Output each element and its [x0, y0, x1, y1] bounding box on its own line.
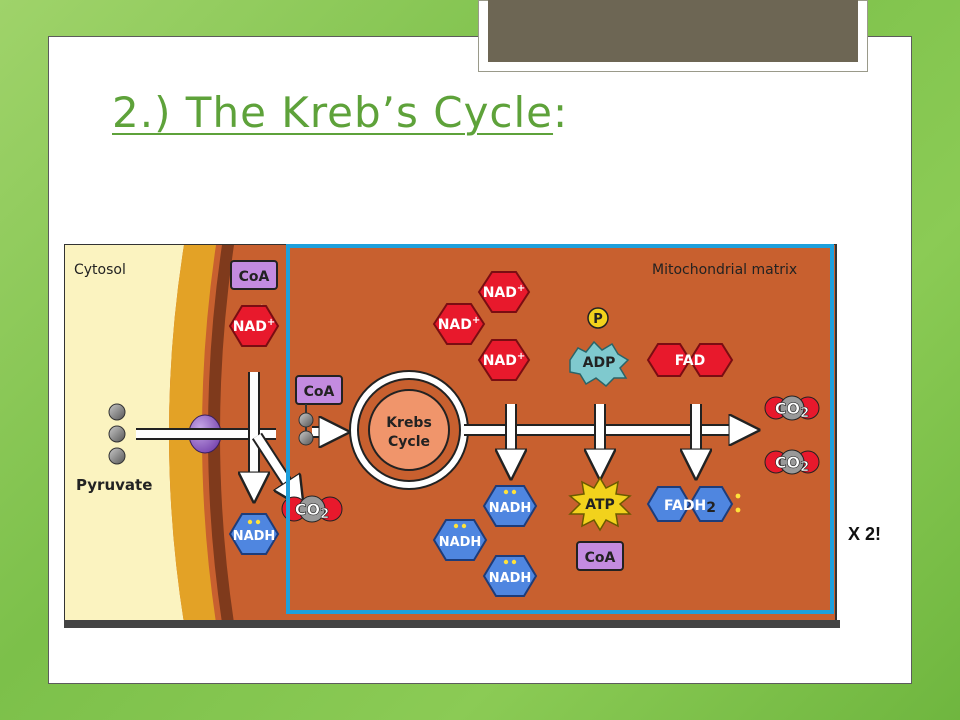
nad-plus-2: NAD+	[477, 271, 531, 313]
phosphate: P	[587, 307, 609, 329]
nadh-2: NADH	[482, 485, 538, 527]
svg-text:NAD+: NAD+	[483, 283, 526, 301]
svg-text:NAD+: NAD+	[438, 315, 481, 333]
co2-3: CO2	[764, 449, 820, 475]
svg-text:CoA: CoA	[585, 550, 616, 566]
svg-text:P: P	[593, 312, 603, 327]
svg-text:CoA: CoA	[239, 269, 270, 285]
nadh-4: NADH	[482, 555, 538, 597]
adp: ADP	[569, 340, 630, 388]
slide-title: 2.) The Kreb’s Cycle:	[112, 88, 568, 137]
svg-text:CO2: CO2	[295, 500, 329, 522]
atp: ATP	[568, 476, 632, 532]
svg-text:NADH: NADH	[489, 571, 532, 586]
nadh-1: NADH	[228, 513, 280, 555]
matrix-label: Mitochondrial matrix	[652, 262, 797, 278]
svg-text:ATP: ATP	[585, 497, 615, 513]
fadh2: FADH2	[646, 486, 741, 522]
coa-box-1: CoA	[230, 260, 278, 290]
highlight-box	[286, 244, 834, 614]
nad-plus-1: NAD+	[228, 305, 280, 347]
multiplier-note: X 2!	[848, 524, 882, 544]
svg-text:FAD: FAD	[675, 353, 705, 369]
pyruvate-molecule	[108, 403, 126, 465]
krebs-cycle-diagram: Cytosol Mitochondrial matrix Pyruvate Co…	[64, 244, 840, 628]
title-link[interactable]: 2.) The Kreb’s Cycle	[112, 88, 554, 137]
svg-text:NADH: NADH	[439, 535, 482, 550]
acetyl-group	[298, 404, 314, 446]
inner-membrane	[208, 245, 234, 623]
svg-text:NAD+: NAD+	[483, 351, 526, 369]
nad-plus-4: NAD+	[477, 339, 531, 381]
header-tab	[488, 0, 858, 62]
svg-text:FADH2: FADH2	[664, 498, 716, 516]
pyruvate-label: Pyruvate	[76, 476, 152, 494]
co2-1: CO2	[281, 495, 343, 523]
svg-text:CoA: CoA	[304, 384, 335, 400]
fad: FAD	[646, 343, 734, 377]
coa-box-3: CoA	[576, 541, 624, 571]
title-colon: :	[553, 88, 569, 137]
svg-text:NADH: NADH	[233, 529, 276, 544]
svg-text:CO2: CO2	[775, 399, 809, 421]
svg-text:CO2: CO2	[775, 453, 809, 475]
nad-plus-3: NAD+	[432, 303, 486, 345]
krebs-cycle-core	[368, 389, 450, 471]
cytosol-label: Cytosol	[74, 262, 126, 278]
svg-text:NADH: NADH	[489, 501, 532, 516]
co2-2: CO2	[764, 395, 820, 421]
krebs-label-line2: Cycle	[388, 434, 430, 450]
svg-text:ADP: ADP	[583, 355, 616, 371]
coa-box-2: CoA	[295, 375, 343, 405]
krebs-label-line1: Krebs	[386, 415, 432, 431]
svg-text:NAD+: NAD+	[233, 317, 276, 335]
nadh-3: NADH	[432, 519, 488, 561]
